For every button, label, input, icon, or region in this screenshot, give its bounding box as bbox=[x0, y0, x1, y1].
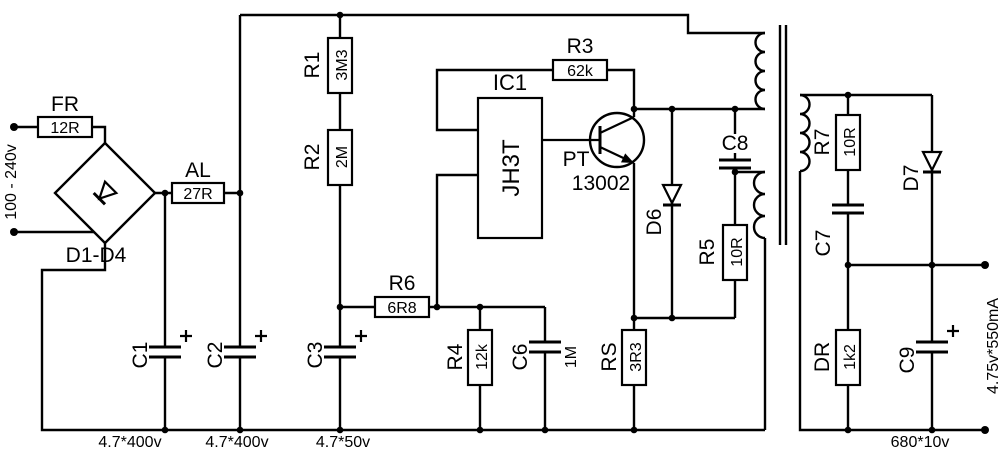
c1-capacitor bbox=[148, 330, 192, 359]
r7-resistor bbox=[834, 113, 862, 172]
c8-label-backing bbox=[717, 134, 753, 153]
transistor-label: PT bbox=[563, 148, 590, 171]
r6-label: R6 bbox=[389, 272, 416, 295]
d6-diode-icon bbox=[661, 183, 683, 207]
d7-label: D7 bbox=[900, 165, 923, 192]
r6-resistor bbox=[373, 295, 431, 319]
c9-value: 680*10v bbox=[891, 434, 950, 451]
c6-value: 1M bbox=[563, 346, 580, 368]
d6-label: D6 bbox=[643, 209, 666, 236]
r1-label: R1 bbox=[301, 52, 324, 79]
c8-capacitor bbox=[718, 158, 752, 170]
r3-value: 62k bbox=[567, 63, 594, 80]
d7-diode-icon bbox=[921, 150, 943, 174]
polarity-plus-icon bbox=[255, 330, 267, 342]
c3-capacitor bbox=[323, 330, 367, 359]
bridge-label: D1-D4 bbox=[66, 244, 127, 267]
transistor-part-number: 13002 bbox=[572, 172, 630, 195]
dr-label: DR bbox=[811, 342, 834, 372]
polarity-plus-icon bbox=[180, 330, 192, 342]
c9-capacitor bbox=[915, 325, 959, 354]
r2-resistor bbox=[326, 128, 354, 187]
rs-value: 3R3 bbox=[628, 342, 645, 371]
output-rating-label: 4.75v*550mA bbox=[985, 298, 1000, 394]
c7-capacitor bbox=[831, 203, 865, 215]
al-value: 27R bbox=[183, 186, 212, 203]
dr-value: 1k2 bbox=[842, 344, 859, 370]
c7-label: C7 bbox=[812, 230, 835, 257]
rs-label: RS bbox=[598, 342, 621, 371]
r6-value: 6R8 bbox=[387, 300, 416, 317]
ic1-label: IC1 bbox=[493, 70, 527, 95]
r1-value: 3M3 bbox=[334, 49, 351, 80]
c6-capacitor bbox=[528, 340, 562, 354]
r5-label: R5 bbox=[696, 239, 719, 266]
c9-label: C9 bbox=[896, 347, 919, 374]
ac-input-terminal bbox=[10, 228, 18, 236]
c2-value: 4.7*400v bbox=[205, 434, 268, 451]
ac-input-terminal bbox=[10, 123, 18, 131]
transistor-symbol bbox=[542, 111, 646, 169]
r4-label: R4 bbox=[444, 343, 467, 370]
emitter-arrow-icon bbox=[621, 153, 634, 163]
c8-label: C8 bbox=[722, 132, 749, 155]
c1-label: C1 bbox=[129, 342, 152, 369]
dr-resistor bbox=[834, 328, 862, 387]
r7-value: 10R bbox=[842, 127, 859, 156]
r4-resistor bbox=[466, 328, 494, 387]
bridge-diode-icon bbox=[92, 179, 119, 206]
junction-dots bbox=[161, 11, 936, 434]
fr-value: 12R bbox=[50, 120, 79, 137]
c3-label: C3 bbox=[304, 342, 327, 369]
r2-value: 2M bbox=[334, 146, 351, 168]
bridge-rectifier-symbol bbox=[53, 141, 157, 245]
component-boxes bbox=[36, 36, 862, 387]
ic1-part-number: JH3T bbox=[498, 139, 525, 197]
primary-winding bbox=[754, 31, 766, 111]
c2-capacitor bbox=[223, 330, 267, 359]
aux-winding bbox=[752, 170, 766, 240]
r4-value: 12k bbox=[474, 343, 491, 370]
c3-value: 4.7*50v bbox=[316, 434, 370, 451]
labels: 100 - 240v FR 12R D1-D4 AL 27R R1 3M3 R2… bbox=[3, 35, 1000, 451]
secondary-winding bbox=[799, 93, 811, 173]
dc-output-terminal bbox=[981, 261, 989, 269]
ic1-chip bbox=[476, 96, 544, 240]
fr-resistor bbox=[36, 115, 94, 139]
r3-label: R3 bbox=[567, 35, 594, 58]
c2-label: C2 bbox=[204, 342, 227, 369]
al-label: AL bbox=[185, 159, 211, 182]
dc-output-terminal bbox=[981, 426, 989, 434]
al-resistor bbox=[170, 181, 226, 205]
r5-resistor bbox=[721, 223, 749, 282]
c6-label: C6 bbox=[509, 344, 532, 371]
r3-resistor bbox=[551, 58, 609, 82]
r7-label: R7 bbox=[811, 129, 834, 156]
capacitors bbox=[148, 158, 959, 359]
polarity-plus-icon bbox=[355, 330, 367, 342]
polarity-plus-icon bbox=[947, 325, 959, 337]
r1-resistor bbox=[326, 36, 354, 95]
input-voltage-label: 100 - 240v bbox=[3, 144, 20, 220]
c1-value: 4.7*400v bbox=[98, 434, 161, 451]
r2-label: R2 bbox=[301, 144, 324, 171]
transformer bbox=[752, 25, 811, 245]
rs-resistor bbox=[620, 328, 648, 387]
terminals bbox=[10, 123, 989, 434]
fr-label: FR bbox=[51, 93, 79, 116]
r5-value: 10R bbox=[729, 237, 746, 266]
